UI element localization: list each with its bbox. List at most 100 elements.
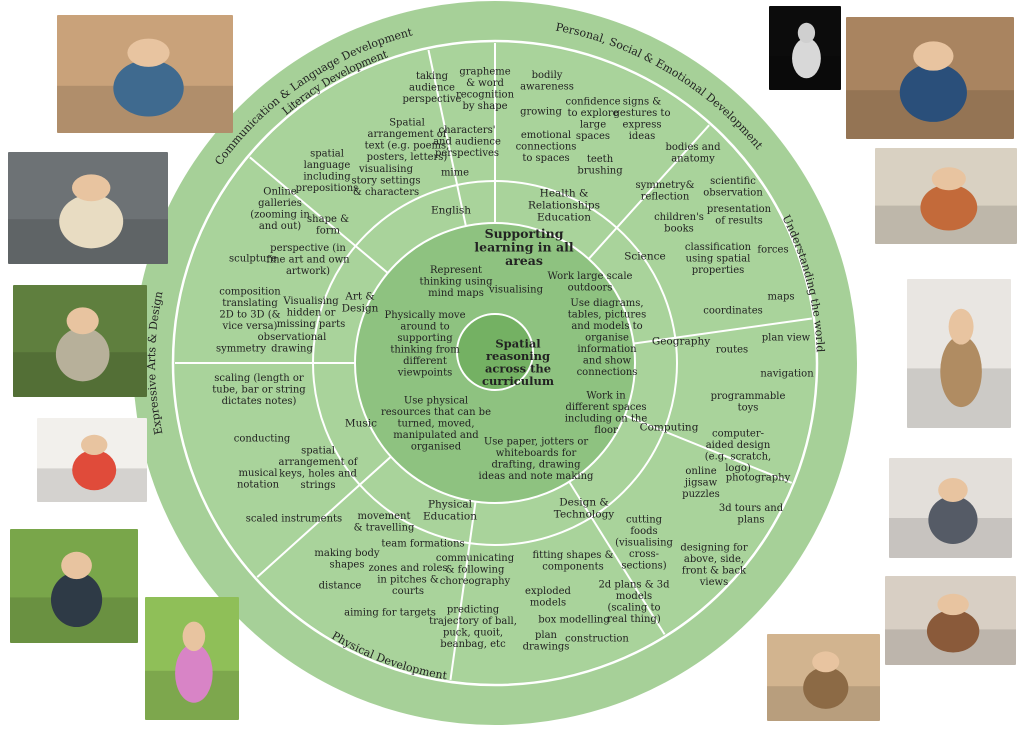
center-label-line: across the <box>485 361 551 375</box>
item-characters-audience-line: perspectives <box>435 148 499 159</box>
item-coordinates-line: coordinates <box>703 306 763 317</box>
item-coordinates: coordinates <box>703 306 763 317</box>
photo-reading-book <box>57 15 233 133</box>
inner-physical-resources-line: resources that can be <box>381 407 491 418</box>
item-2d-plans-line: 2d plans & 3d <box>598 579 670 590</box>
item-cutting-foods-line: (visualising <box>615 538 673 549</box>
item-plan-drawings-line: plan <box>535 630 558 641</box>
item-taking-audience-line: audience <box>409 83 455 94</box>
item-computer-aided-line: logo) <box>725 463 751 474</box>
photo-chalk-drawing <box>8 152 168 264</box>
item-spatial-language-line: language <box>304 160 351 171</box>
item-navigation-line: navigation <box>760 369 814 380</box>
item-spatial-arrangement-text-line: posters, letters) <box>367 152 448 163</box>
photo-girl-toy <box>907 279 1011 428</box>
inner-move-around-line: viewpoints <box>397 367 453 378</box>
item-perspective-art-line: artwork) <box>286 266 330 277</box>
item-movement-travelling-line: movement <box>358 511 411 522</box>
inner-mind-maps-line: thinking using <box>420 277 494 288</box>
item-photography: photography <box>726 473 791 484</box>
item-sculpture-line: sculpture <box>229 254 277 265</box>
item-body-shapes-line: shapes <box>330 559 365 570</box>
item-visualising-hidden-line: missing parts <box>277 319 345 330</box>
item-visualising-story-line: & characters <box>353 187 419 198</box>
item-construction-line: construction <box>565 634 629 645</box>
center-label-line: curriculum <box>482 374 554 388</box>
item-perspective-art-line: fine art and own <box>266 255 350 266</box>
subject-english: English <box>431 205 471 217</box>
item-maps: maps <box>768 292 795 303</box>
subject-science-line: Science <box>624 251 666 263</box>
item-teeth-line: brushing <box>577 165 623 176</box>
inner-paper-jotters-line: whiteboards for <box>496 448 577 459</box>
item-distance: distance <box>319 581 362 592</box>
subject-design-technology: Design &Technology <box>554 497 615 521</box>
item-routes: routes <box>716 345 748 356</box>
photo-dancing-girl <box>145 597 239 720</box>
sector-divider <box>256 455 392 578</box>
garden-child-icon <box>13 307 147 397</box>
item-scaled-instruments-line: scaled instruments <box>246 514 342 525</box>
inner-title-line: areas <box>505 253 543 268</box>
item-signs-gestures-line: ideas <box>629 131 656 142</box>
item-shape-form: shape &form <box>307 214 349 237</box>
item-shape-form-line: shape & <box>307 214 349 225</box>
item-grapheme-line: by shape <box>462 101 507 112</box>
photo-garden-child <box>13 285 147 397</box>
item-computer-aided: computer-aided design(e.g. scratch,logo) <box>705 428 771 474</box>
inner-work-outdoors-line: Work large scale <box>548 271 633 282</box>
subject-health-line: Relationships <box>528 200 600 212</box>
item-emotional-connections-line: to spaces <box>522 153 569 164</box>
item-online-jigsaw-line: jigsaw <box>684 478 718 489</box>
item-childrens-books-line: children's <box>654 212 704 223</box>
inner-physical-resources-line: organised <box>411 442 462 453</box>
item-forces: forces <box>757 245 788 256</box>
inner-different-spaces-line: including on the <box>565 413 648 424</box>
photo-ball-play <box>10 529 138 643</box>
item-characters-audience-line: characters' <box>439 125 496 136</box>
item-confidence-line: large <box>580 119 606 130</box>
item-plan-drawings-line: drawings <box>523 641 570 652</box>
subject-design-technology-line: Design & <box>559 497 609 509</box>
item-computer-aided-line: aided design <box>706 440 771 451</box>
item-grapheme-line: & word <box>466 78 504 89</box>
center-circle <box>456 313 534 391</box>
item-classification-line: using spatial <box>686 254 751 265</box>
item-cutting-foods-line: cutting <box>626 515 663 526</box>
subject-music: Music <box>345 418 377 430</box>
item-online-jigsaw-line: puzzles <box>682 489 720 500</box>
item-plan-view-line: plan view <box>762 333 811 344</box>
item-programmable-toys-line: programmable <box>711 391 786 402</box>
item-emotional-connections-line: connections <box>516 142 577 153</box>
item-designing-for-line: above, side, <box>684 554 744 565</box>
subject-art-design-line: Design <box>342 303 379 315</box>
item-programmable-toys-line: toys <box>738 402 759 413</box>
item-musical-notation-line: notation <box>237 479 280 490</box>
inner-work-outdoors-line: outdoors <box>568 282 613 293</box>
item-composition-line: translating <box>222 298 278 309</box>
item-symmetry-reflection-line: reflection <box>641 191 690 202</box>
